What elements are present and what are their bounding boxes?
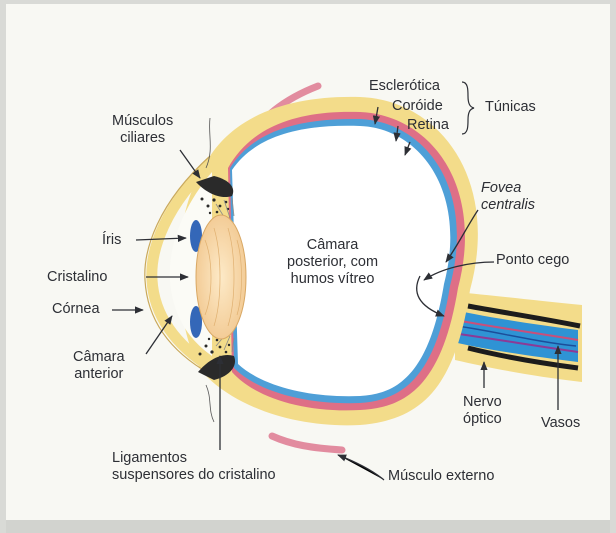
label-musculo-externo: Músculo externo bbox=[388, 468, 494, 485]
label-tunicas: Túnicas bbox=[485, 99, 536, 116]
label-camara-anterior: Câmara anterior bbox=[73, 349, 125, 383]
lens bbox=[196, 215, 246, 339]
label-nervo-optico: Nervo óptico bbox=[463, 394, 502, 428]
label-iris: Íris bbox=[102, 232, 121, 249]
label-esclerotica: Esclerótica bbox=[369, 78, 440, 95]
label-musculos-ciliares: Músculos ciliares bbox=[112, 113, 173, 147]
label-ligamentos: Ligamentos suspensores do cristalino bbox=[112, 450, 276, 484]
label-coroide: Coróide bbox=[392, 98, 443, 115]
label-ponto-cego: Ponto cego bbox=[496, 252, 569, 269]
label-cornea: Córnea bbox=[52, 301, 100, 318]
label-vasos: Vasos bbox=[541, 415, 580, 432]
label-cristalino: Cristalino bbox=[47, 269, 107, 286]
label-fovea-centralis: Fovea centralis bbox=[481, 180, 535, 214]
paper-shadow-edge bbox=[6, 520, 610, 533]
label-retina: Retina bbox=[407, 117, 449, 134]
label-camara-posterior: Câmara posterior, com humos vítreo bbox=[287, 237, 378, 288]
